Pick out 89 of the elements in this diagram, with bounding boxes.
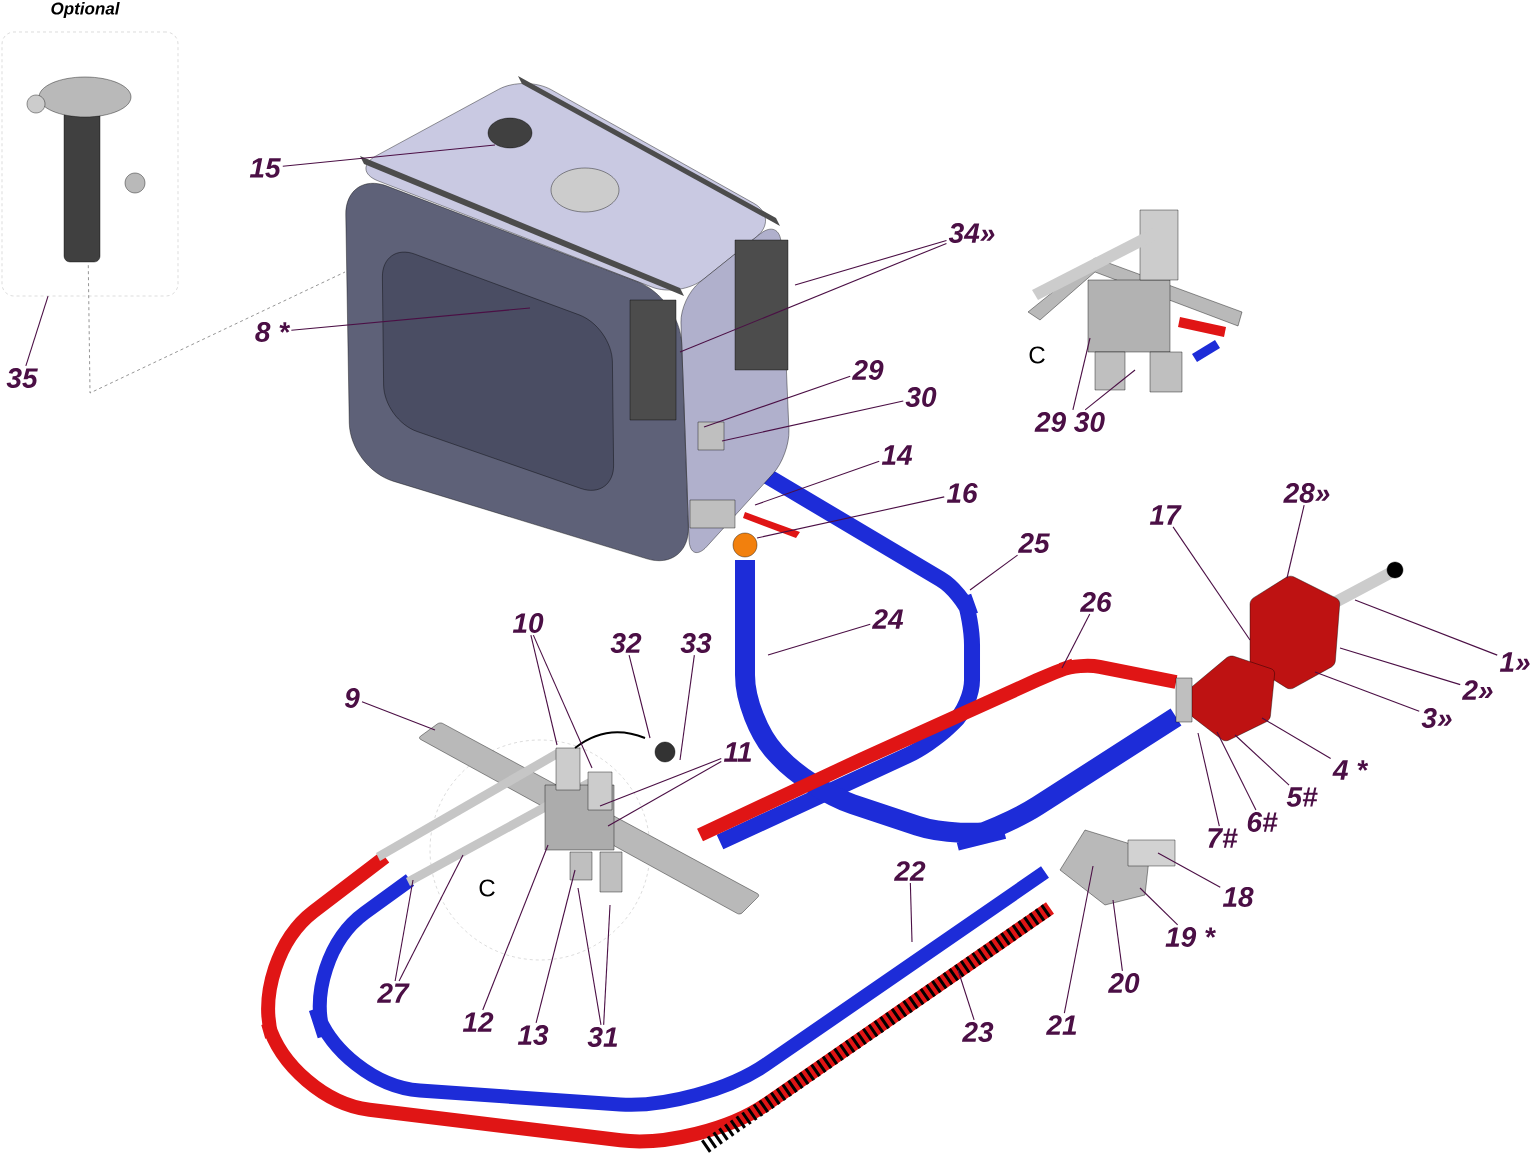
- leader-line: [703, 375, 851, 428]
- callout-number: 34»: [948, 223, 995, 243]
- callout-number: 15: [249, 158, 281, 178]
- leader-line: [721, 400, 904, 442]
- callout-number: 2»: [1462, 680, 1493, 700]
- leader-line: [1197, 732, 1220, 827]
- callout-number: 17: [1149, 505, 1182, 525]
- leader-line: [607, 760, 722, 827]
- callout-number: 4 *: [1332, 760, 1369, 780]
- leader-line: [25, 295, 49, 367]
- pump-drawing: [1175, 561, 1404, 741]
- callout-number: 26: [1080, 592, 1112, 612]
- leader-line: [282, 144, 496, 167]
- callout-number: 16: [946, 483, 978, 503]
- callout-number: 14: [881, 445, 913, 465]
- leader-line: [394, 879, 414, 982]
- callout-number: 19 *: [1165, 927, 1216, 947]
- leader-line: [482, 844, 549, 1011]
- callout-number: 8 *: [255, 322, 291, 342]
- callout-number: 5#: [1286, 787, 1318, 807]
- leader-line: [1063, 865, 1094, 1014]
- leader-line: [398, 854, 464, 982]
- leader-line: [1084, 369, 1136, 411]
- leader-line: [1339, 647, 1461, 686]
- leader-line: [290, 307, 531, 331]
- callout-number: 20: [1108, 973, 1140, 993]
- leader-line: [1139, 887, 1179, 926]
- callout-number: 21: [1046, 1015, 1077, 1035]
- callout-number: 1»: [1499, 652, 1530, 672]
- leader-line: [577, 887, 602, 1026]
- leader-line: [1172, 526, 1251, 641]
- leader-line: [957, 969, 975, 1021]
- leader-line: [1072, 337, 1091, 411]
- optional-panel: Optional: [1, 2, 179, 297]
- leader-line: [1261, 717, 1332, 760]
- callout-number: 32: [610, 633, 642, 653]
- leader-line: [1234, 734, 1290, 786]
- leader-line: [679, 654, 695, 761]
- callout-number: 22: [894, 861, 926, 881]
- leader-line: [754, 460, 880, 506]
- leader-line: [361, 701, 436, 731]
- leader-line: [1314, 671, 1420, 712]
- bracket-drawing: [1059, 829, 1176, 906]
- leader-line: [1286, 504, 1305, 579]
- callout-number: 6#: [1247, 812, 1278, 832]
- callout-number: 29 30: [1034, 412, 1105, 432]
- view-letter: C: [1029, 346, 1045, 364]
- callout-number: 24: [872, 609, 904, 629]
- callout-number: 3»: [1421, 708, 1452, 728]
- callout-number: 29: [852, 360, 884, 380]
- leader-line: [909, 882, 913, 943]
- callout-number: 12: [462, 1012, 494, 1032]
- manifold-drawing: [376, 722, 759, 961]
- leader-line: [767, 623, 871, 656]
- leader-line: [1354, 599, 1498, 656]
- leader-line: [756, 496, 945, 539]
- callout-number: 18: [1222, 887, 1254, 907]
- callout-number: 27: [377, 983, 410, 1003]
- callout-number: 9: [344, 688, 360, 708]
- callout-number: 11: [723, 742, 752, 762]
- callout-number: 35: [6, 368, 38, 388]
- leader-line: [679, 242, 947, 353]
- leader-line: [532, 634, 593, 769]
- leader-line: [628, 654, 651, 739]
- callout-number: 23: [962, 1022, 994, 1042]
- callout-number: 30: [905, 387, 937, 407]
- leader-line: [969, 554, 1019, 591]
- callout-number: 13: [517, 1025, 549, 1045]
- leader-line: [603, 904, 611, 1026]
- view-letter: C: [479, 879, 495, 897]
- callout-number: 33: [680, 633, 712, 653]
- leader-line: [1112, 899, 1123, 972]
- callout-number: 31: [587, 1027, 618, 1047]
- node-label: Optional: [51, 2, 120, 18]
- manifold-detail-drawing: [1027, 209, 1243, 393]
- tank-drawing: [345, 76, 800, 561]
- callout-number: 28»: [1283, 483, 1330, 503]
- fuel-sender-drawing: [26, 76, 146, 263]
- dashed-line: [87, 264, 346, 394]
- leader-line: [530, 634, 558, 746]
- callout-number: 25: [1018, 533, 1050, 553]
- leader-line: [599, 758, 722, 807]
- leader-line: [1157, 852, 1221, 888]
- callout-number: 10: [512, 613, 544, 633]
- leader-line: [535, 869, 576, 1024]
- leader-line: [1061, 613, 1091, 669]
- leader-line: [1216, 731, 1257, 811]
- callout-number: 7#: [1208, 828, 1238, 848]
- leader-line: [794, 239, 947, 286]
